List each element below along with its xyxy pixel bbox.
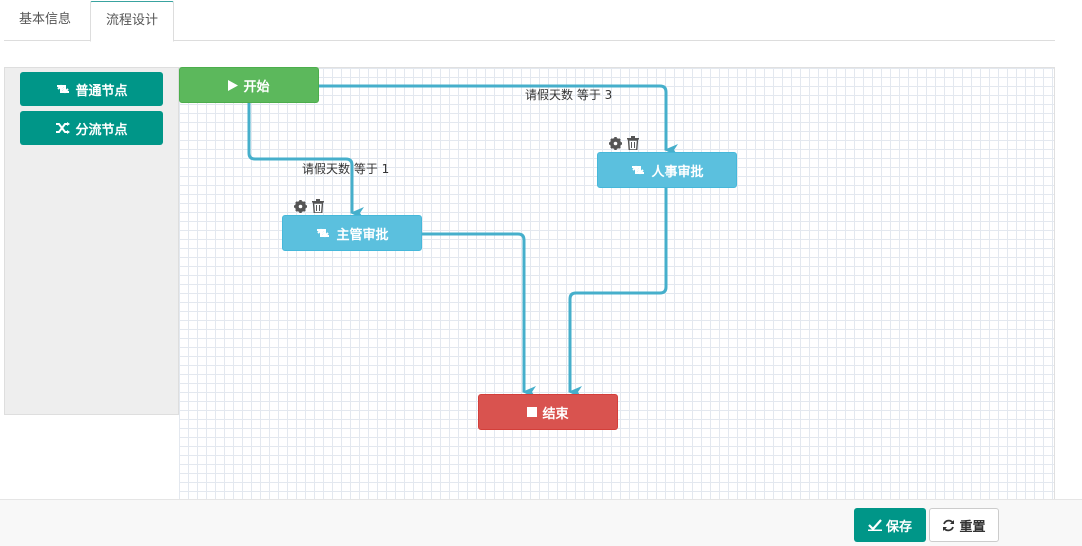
add-normal-node-button[interactable]: 普通节点 xyxy=(20,72,163,106)
tab-bar: 基本信息 流程设计 xyxy=(4,0,1055,42)
gear-icon[interactable] xyxy=(608,136,622,150)
branch-node-label: 分流节点 xyxy=(75,122,128,138)
retweet-icon xyxy=(57,84,70,94)
refresh-icon xyxy=(943,519,955,531)
normal-node-label: 普通节点 xyxy=(75,83,128,99)
stop-icon xyxy=(527,407,538,417)
retweet-icon xyxy=(317,228,330,238)
shuffle-icon xyxy=(56,122,71,134)
trash-icon[interactable] xyxy=(311,199,325,213)
hr-node-tools xyxy=(608,136,640,150)
node-hr-approval[interactable]: 人事审批 xyxy=(597,152,737,188)
node-manager-approval[interactable]: 主管审批 xyxy=(282,215,422,251)
flow-canvas[interactable] xyxy=(179,67,1055,499)
retweet-icon xyxy=(632,165,645,175)
node-palette: 普通节点 分流节点 xyxy=(4,67,179,415)
check-icon xyxy=(867,519,882,531)
save-label: 保存 xyxy=(885,519,912,535)
trash-icon[interactable] xyxy=(626,136,640,150)
tab-basic-info[interactable]: 基本信息 xyxy=(19,12,72,27)
add-branch-node-button[interactable]: 分流节点 xyxy=(20,111,163,145)
tab-flow-design[interactable]: 流程设计 xyxy=(90,1,175,42)
footer-bar: 保存 重置 xyxy=(0,499,1082,546)
node-start[interactable]: 开始 xyxy=(179,67,319,103)
play-icon xyxy=(228,79,239,91)
node-hr-label: 人事审批 xyxy=(651,164,704,180)
save-button[interactable]: 保存 xyxy=(854,508,926,542)
node-start-label: 开始 xyxy=(243,79,270,95)
manager-node-tools xyxy=(293,199,325,213)
node-end[interactable]: 结束 xyxy=(478,394,618,430)
node-manager-label: 主管审批 xyxy=(336,227,389,243)
node-end-label: 结束 xyxy=(542,406,569,422)
edge-label-start-to-hr: 请假天数 等于 3 xyxy=(525,88,613,102)
gear-icon[interactable] xyxy=(293,199,307,213)
reset-label: 重置 xyxy=(959,519,986,535)
reset-button[interactable]: 重置 xyxy=(929,508,999,542)
edge-label-start-to-manager: 请假天数 等于 1 xyxy=(302,162,390,176)
